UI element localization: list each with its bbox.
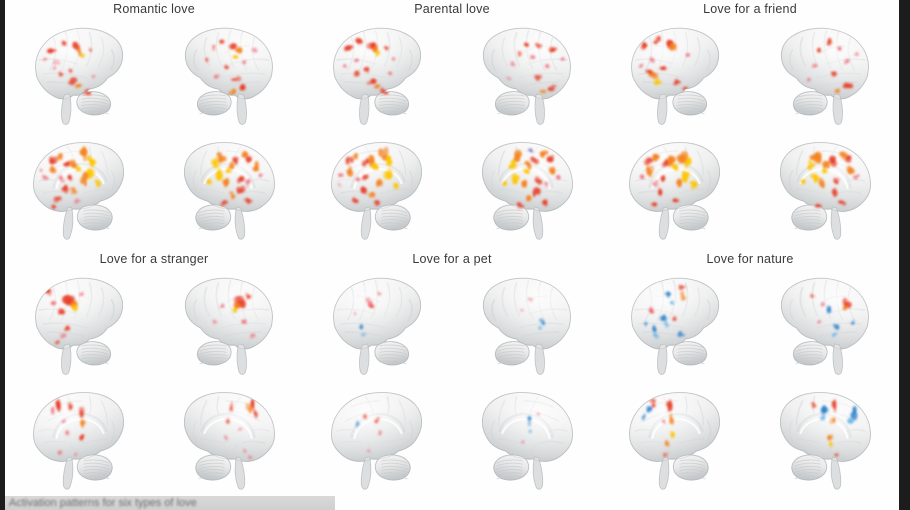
brain-view-romantic-love-medial-2 — [5, 131, 154, 246]
brain-row — [303, 266, 601, 381]
brain-view-love-for-nature-medial-3 — [750, 381, 899, 496]
panel-love-for-a-friend: Love for a friend — [601, 2, 899, 252]
brain-grid-love-for-a-friend — [601, 16, 899, 246]
brain-view-romantic-love-medial-3 — [154, 131, 303, 246]
brain-view-love-for-a-pet-lateral-1 — [452, 266, 601, 381]
panel-title-love-for-a-friend: Love for a friend — [703, 2, 797, 16]
left-edge-bar — [0, 0, 5, 510]
brain-view-love-for-nature-lateral-1 — [750, 266, 899, 381]
brain-row — [601, 266, 899, 381]
panel-love-for-a-pet: Love for a pet — [303, 252, 601, 502]
brain-view-love-for-nature-lateral-0 — [601, 266, 750, 381]
brain-view-love-for-nature-medial-2 — [601, 381, 750, 496]
brain-row — [303, 16, 601, 131]
brain-view-love-for-a-stranger-medial-3 — [154, 381, 303, 496]
brain-row — [601, 381, 899, 496]
brain-view-love-for-a-friend-lateral-1 — [750, 16, 899, 131]
brain-view-love-for-a-stranger-lateral-0 — [5, 266, 154, 381]
brain-row — [5, 266, 303, 381]
panel-love-for-a-stranger: Love for a stranger — [5, 252, 303, 502]
brain-row — [303, 131, 601, 246]
brain-grid-love-for-nature — [601, 266, 899, 496]
caption-bar: Activation patterns for six types of lov… — [5, 496, 335, 510]
brain-view-love-for-a-stranger-medial-2 — [5, 381, 154, 496]
panel-title-love-for-a-pet: Love for a pet — [412, 252, 492, 266]
brain-view-love-for-a-friend-medial-3 — [750, 131, 899, 246]
brain-view-romantic-love-lateral-1 — [154, 16, 303, 131]
brain-view-parental-love-medial-3 — [452, 131, 601, 246]
panel-romantic-love: Romantic love — [5, 2, 303, 252]
brain-grid-romantic-love — [5, 16, 303, 246]
right-edge-bar — [899, 0, 910, 510]
panel-title-love-for-a-stranger: Love for a stranger — [99, 252, 209, 266]
brain-row — [5, 16, 303, 131]
brain-grid-parental-love — [303, 16, 601, 246]
caption-text: Activation patterns for six types of lov… — [9, 497, 197, 509]
brain-view-parental-love-medial-2 — [303, 131, 452, 246]
brain-row — [5, 381, 303, 496]
brain-row — [5, 131, 303, 246]
panel-title-romantic-love: Romantic love — [113, 2, 195, 16]
panel-love-for-nature: Love for nature — [601, 252, 899, 502]
brain-view-parental-love-lateral-0 — [303, 16, 452, 131]
panel-parental-love: Parental love — [303, 2, 601, 252]
brain-view-romantic-love-lateral-0 — [5, 16, 154, 131]
brain-view-love-for-a-friend-lateral-0 — [601, 16, 750, 131]
panel-title-love-for-nature: Love for nature — [706, 252, 794, 266]
brain-view-love-for-a-pet-lateral-0 — [303, 266, 452, 381]
brain-grid-love-for-a-stranger — [5, 266, 303, 496]
brain-view-parental-love-lateral-1 — [452, 16, 601, 131]
panel-title-parental-love: Parental love — [414, 2, 490, 16]
brain-grid-love-for-a-pet — [303, 266, 601, 496]
brain-view-love-for-a-stranger-lateral-1 — [154, 266, 303, 381]
brain-row — [601, 16, 899, 131]
brain-view-love-for-a-pet-medial-3 — [452, 381, 601, 496]
figure-canvas: Romantic love Parental love Love for a fri… — [5, 0, 899, 510]
brain-view-love-for-a-friend-medial-2 — [601, 131, 750, 246]
brain-row — [601, 131, 899, 246]
brain-view-love-for-a-pet-medial-2 — [303, 381, 452, 496]
brain-row — [303, 381, 601, 496]
